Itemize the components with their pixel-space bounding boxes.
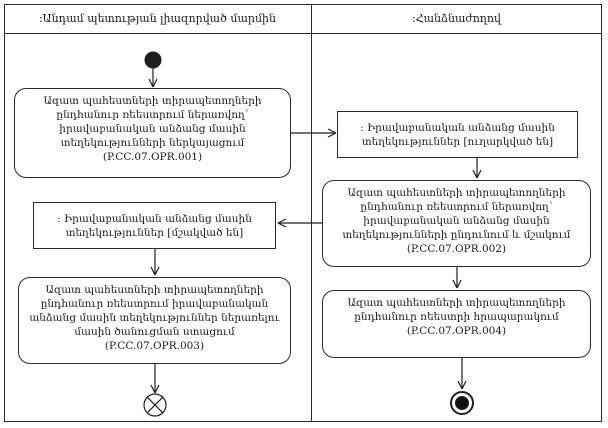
diagram-frame <box>4 4 602 422</box>
action-node-opr004: Ազատ պահեստների տիրապետողների ընդհանուր … <box>322 290 591 358</box>
swimlane-divider <box>311 4 312 422</box>
lane-header-member-state: :Անդամ պետության լիազորված մարմին <box>4 4 311 33</box>
swimlane-header-separator <box>4 33 602 34</box>
action-node-label: Ազատ պահեստների տիրապետողների ընդհանուր … <box>29 284 280 352</box>
lane-header-commission: :Հանձնաժողով <box>311 4 602 33</box>
object-node-info-processed: : Իրավաբանական անձանց մասին տեղեկություն… <box>33 202 276 249</box>
object-node-label: : Իրավաբանական անձանց մասին տեղեկություն… <box>57 212 252 239</box>
lane-title: :Հանձնաժողով <box>412 12 501 25</box>
action-node-opr003: Ազատ պահեստների տիրապետողների ընդհանուր … <box>18 277 291 364</box>
lane-title: :Անդամ պետության լիազորված մարմին <box>38 12 277 25</box>
action-node-label: Ազատ պահեստների տիրապետողների ընդհանուր … <box>43 95 262 163</box>
object-node-label: : Իրավաբանական անձանց մասին տեղեկություն… <box>360 121 555 148</box>
action-node-opr001: Ազատ պահեստների տիրապետողների ընդհանուր … <box>14 88 291 178</box>
action-node-label: Ազատ պահեստների տիրապետողների ընդհանուր … <box>342 187 571 255</box>
action-node-opr002: Ազատ պահեստների տիրապետողների ընդհանուր … <box>322 180 591 267</box>
action-node-label: Ազատ պահեստների տիրապետողների ընդհանուր … <box>347 297 566 337</box>
object-node-info-sent: : Իրավաբանական անձանց մասին տեղեկություն… <box>337 111 578 158</box>
